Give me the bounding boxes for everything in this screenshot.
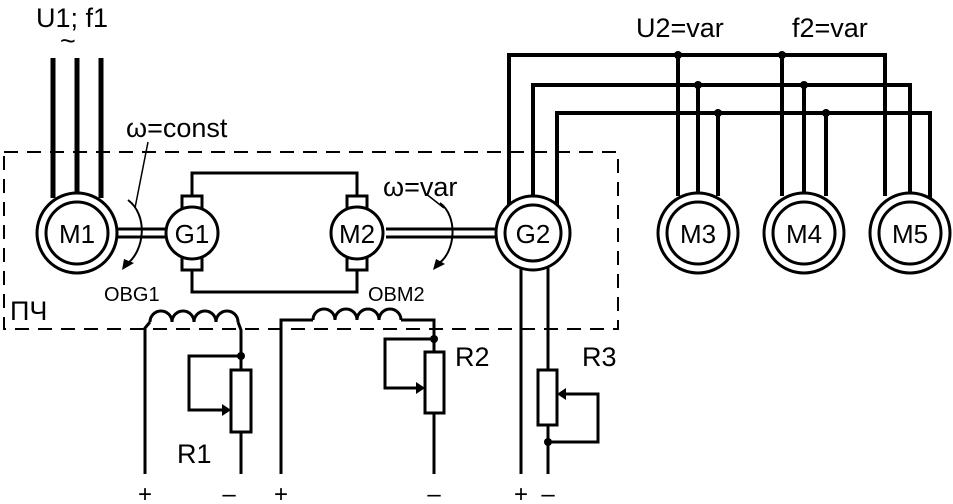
machine-label-m5: M5 [892, 219, 928, 249]
terminal-plus-r2: + [274, 481, 288, 504]
omega-const-label: ω=const [126, 113, 228, 143]
terminal-plus-g2: + [514, 481, 528, 504]
u2-label: U2=var [636, 13, 724, 43]
f2-label: f2=var [792, 13, 868, 43]
terminal-minus-r2: – [427, 481, 441, 504]
machine-label-m2: M2 [339, 219, 375, 249]
rheostat-r2 [383, 337, 446, 415]
winding-label-obg1: OBG1 [104, 284, 160, 306]
arrowhead-icon [122, 259, 134, 270]
supply-symbol: ~ [60, 26, 76, 56]
rheostat-r1 [187, 354, 253, 434]
machine-m1 [35, 191, 119, 275]
junction-r3 [544, 438, 552, 446]
rotation-arrow-icon [437, 202, 454, 265]
omega-var-leader [424, 192, 445, 209]
resistor-label-r1: R1 [177, 439, 212, 469]
junction-r2 [430, 335, 438, 343]
machine-m5 [868, 191, 952, 275]
shaft-m2-g2 [386, 227, 502, 239]
machine-label-m4: M4 [786, 219, 822, 249]
three-phase-bus [507, 53, 932, 232]
winding-obm2 [279, 307, 436, 474]
machine-label-m3: M3 [680, 219, 716, 249]
resistor-label-r2: R2 [455, 342, 490, 372]
supply-label: U1; f1 [36, 3, 108, 33]
machine-m4 [762, 191, 846, 275]
machine-m3 [656, 191, 740, 275]
bus-junctions [674, 51, 830, 117]
converter-label: ПЧ [10, 296, 47, 326]
terminal-minus-g2: – [541, 481, 555, 504]
machine-label-g1: G1 [175, 219, 210, 249]
armature-loop [190, 171, 359, 294]
machine-m2 [329, 205, 385, 261]
machine-g1 [164, 205, 220, 261]
omega-var-label: ω=var [383, 172, 457, 202]
machine-g2 [494, 194, 572, 272]
omega-const-leader [134, 141, 149, 209]
machine-label-m1: M1 [59, 219, 95, 249]
rheostat-r3 [536, 368, 600, 444]
arrowhead-icon [433, 259, 445, 270]
terminal-minus-r1: – [222, 481, 236, 504]
converter-boundary [3, 151, 619, 330]
machine-label-g2: G2 [516, 219, 551, 249]
terminal-plus-r1: + [138, 481, 152, 504]
winding-label-obm2: OBM2 [368, 284, 425, 306]
junction-r1 [237, 352, 245, 360]
rotation-arrow-icon [126, 199, 143, 265]
supply-lines [50, 58, 104, 198]
resistor-label-r3: R3 [582, 342, 617, 372]
